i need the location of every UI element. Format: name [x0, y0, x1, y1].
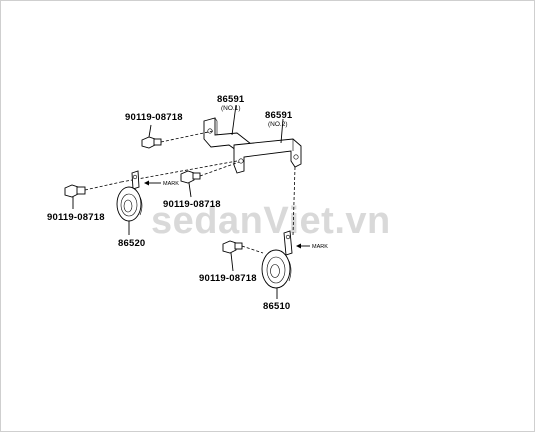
- label-bolt-left: 90119-08718: [47, 212, 105, 223]
- dash-bolt-lower: [241, 245, 264, 254]
- mark-arrow-right-icon: [296, 243, 310, 249]
- label-mark-left: MARK: [163, 181, 179, 187]
- label-bracket-no1-sub: (NO.1): [221, 105, 241, 112]
- dash-bolt-upper-left: [160, 130, 214, 143]
- label-bolt-center: 90119-08718: [163, 199, 221, 210]
- bolt-lower-center-icon: [222, 240, 243, 254]
- label-bolt-lower-center: 90119-08718: [199, 273, 257, 284]
- leader-bolt-center: [188, 182, 192, 198]
- dash-bolt-left: [84, 181, 122, 191]
- label-bracket-no2-sub: (NO.2): [268, 121, 288, 128]
- horn-right-icon: [261, 230, 293, 289]
- leader-bracket-no1: [231, 104, 237, 136]
- bolt-center-icon: [180, 170, 201, 184]
- leader-bracket-no2: [280, 118, 284, 144]
- bracket-no2-icon: [233, 138, 302, 174]
- label-bolt-upper-left: 90119-08718: [125, 112, 183, 123]
- bolt-upper-left-icon: [141, 136, 162, 149]
- label-bracket-no2: 86591: [265, 110, 293, 121]
- label-mark-right: MARK: [312, 244, 328, 250]
- watermark-text: sedanViet.vn: [151, 200, 391, 242]
- bolt-left-icon: [64, 184, 86, 198]
- leader-bolt-lower: [230, 252, 234, 272]
- horn-left-icon: [116, 170, 143, 222]
- label-bracket-no1: 86591: [217, 94, 245, 105]
- label-horn-right: 86510: [263, 301, 290, 312]
- dash-bolt-center: [199, 161, 240, 177]
- leader-bolt-upper-left: [148, 124, 152, 138]
- dash-bracket-to-horn: [292, 166, 296, 236]
- label-horn-left: 86520: [118, 238, 145, 249]
- mark-arrow-left-icon: [144, 180, 161, 186]
